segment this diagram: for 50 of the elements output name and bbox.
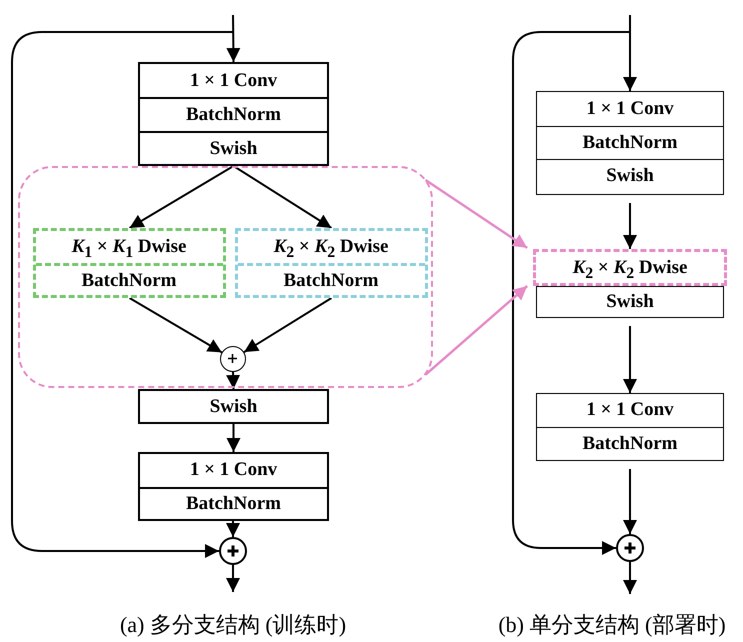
plus-circle — [616, 534, 644, 562]
plus-circle — [219, 537, 247, 565]
layer-label: BatchNorm — [537, 426, 723, 459]
arrow — [623, 469, 637, 534]
layer-label: Swish — [140, 130, 327, 164]
layer-label: BatchNorm — [140, 97, 327, 131]
layer-label: BatchNorm — [537, 126, 723, 160]
layer-label: BatchNorm — [238, 262, 424, 294]
layer-box — [536, 286, 724, 318]
arrow — [11, 31, 233, 558]
layer-label: Swish — [537, 159, 723, 193]
arrow — [226, 521, 240, 537]
arrow — [129, 297, 222, 354]
arrow — [623, 562, 637, 594]
arrow — [232, 165, 332, 229]
dashed-region — [18, 166, 433, 388]
arrow — [226, 14, 240, 62]
layer-label: K$_{2}$ × K$_{2}$ Dwise — [572, 256, 688, 283]
layer-label: K$_{2}$ × K$_{2}$ Dwise — [272, 234, 390, 262]
arrow — [244, 297, 332, 353]
layer-box — [138, 62, 329, 166]
arrow — [424, 285, 528, 376]
layer-label: 1 × 1 Conv — [585, 398, 675, 422]
layer-label: BatchNorm — [140, 486, 327, 519]
caption: (a) 多分支结构 (训练时) — [120, 612, 346, 638]
arrow — [226, 372, 240, 390]
arrow — [623, 326, 637, 393]
arrow — [226, 424, 240, 452]
arrow — [128, 165, 234, 229]
caption: (b) 单分支结构 (部署时) — [498, 612, 726, 638]
plus-circle — [220, 346, 246, 372]
layer-box — [138, 389, 329, 424]
layer-label: 1 × 1 Conv — [585, 97, 675, 121]
layer-label: 1 × 1 Conv — [188, 458, 278, 482]
layer-box — [234, 228, 428, 298]
layer-label: K$_{1}$ × K$_{1}$ Dwise — [70, 234, 188, 262]
arrow — [623, 15, 637, 91]
layer-box — [138, 452, 329, 521]
layer-label: 1 × 1 Conv — [188, 69, 278, 93]
layer-box — [536, 393, 724, 461]
layer-label: Swish — [605, 290, 655, 314]
arrow — [424, 178, 528, 249]
layer-box — [533, 249, 727, 286]
layer-box — [32, 228, 226, 298]
arrow — [512, 31, 630, 555]
arrow — [623, 203, 637, 249]
layer-box — [536, 91, 724, 195]
layer-label: BatchNorm — [36, 262, 222, 294]
layer-label: Swish — [208, 395, 258, 419]
arrow — [226, 565, 240, 592]
